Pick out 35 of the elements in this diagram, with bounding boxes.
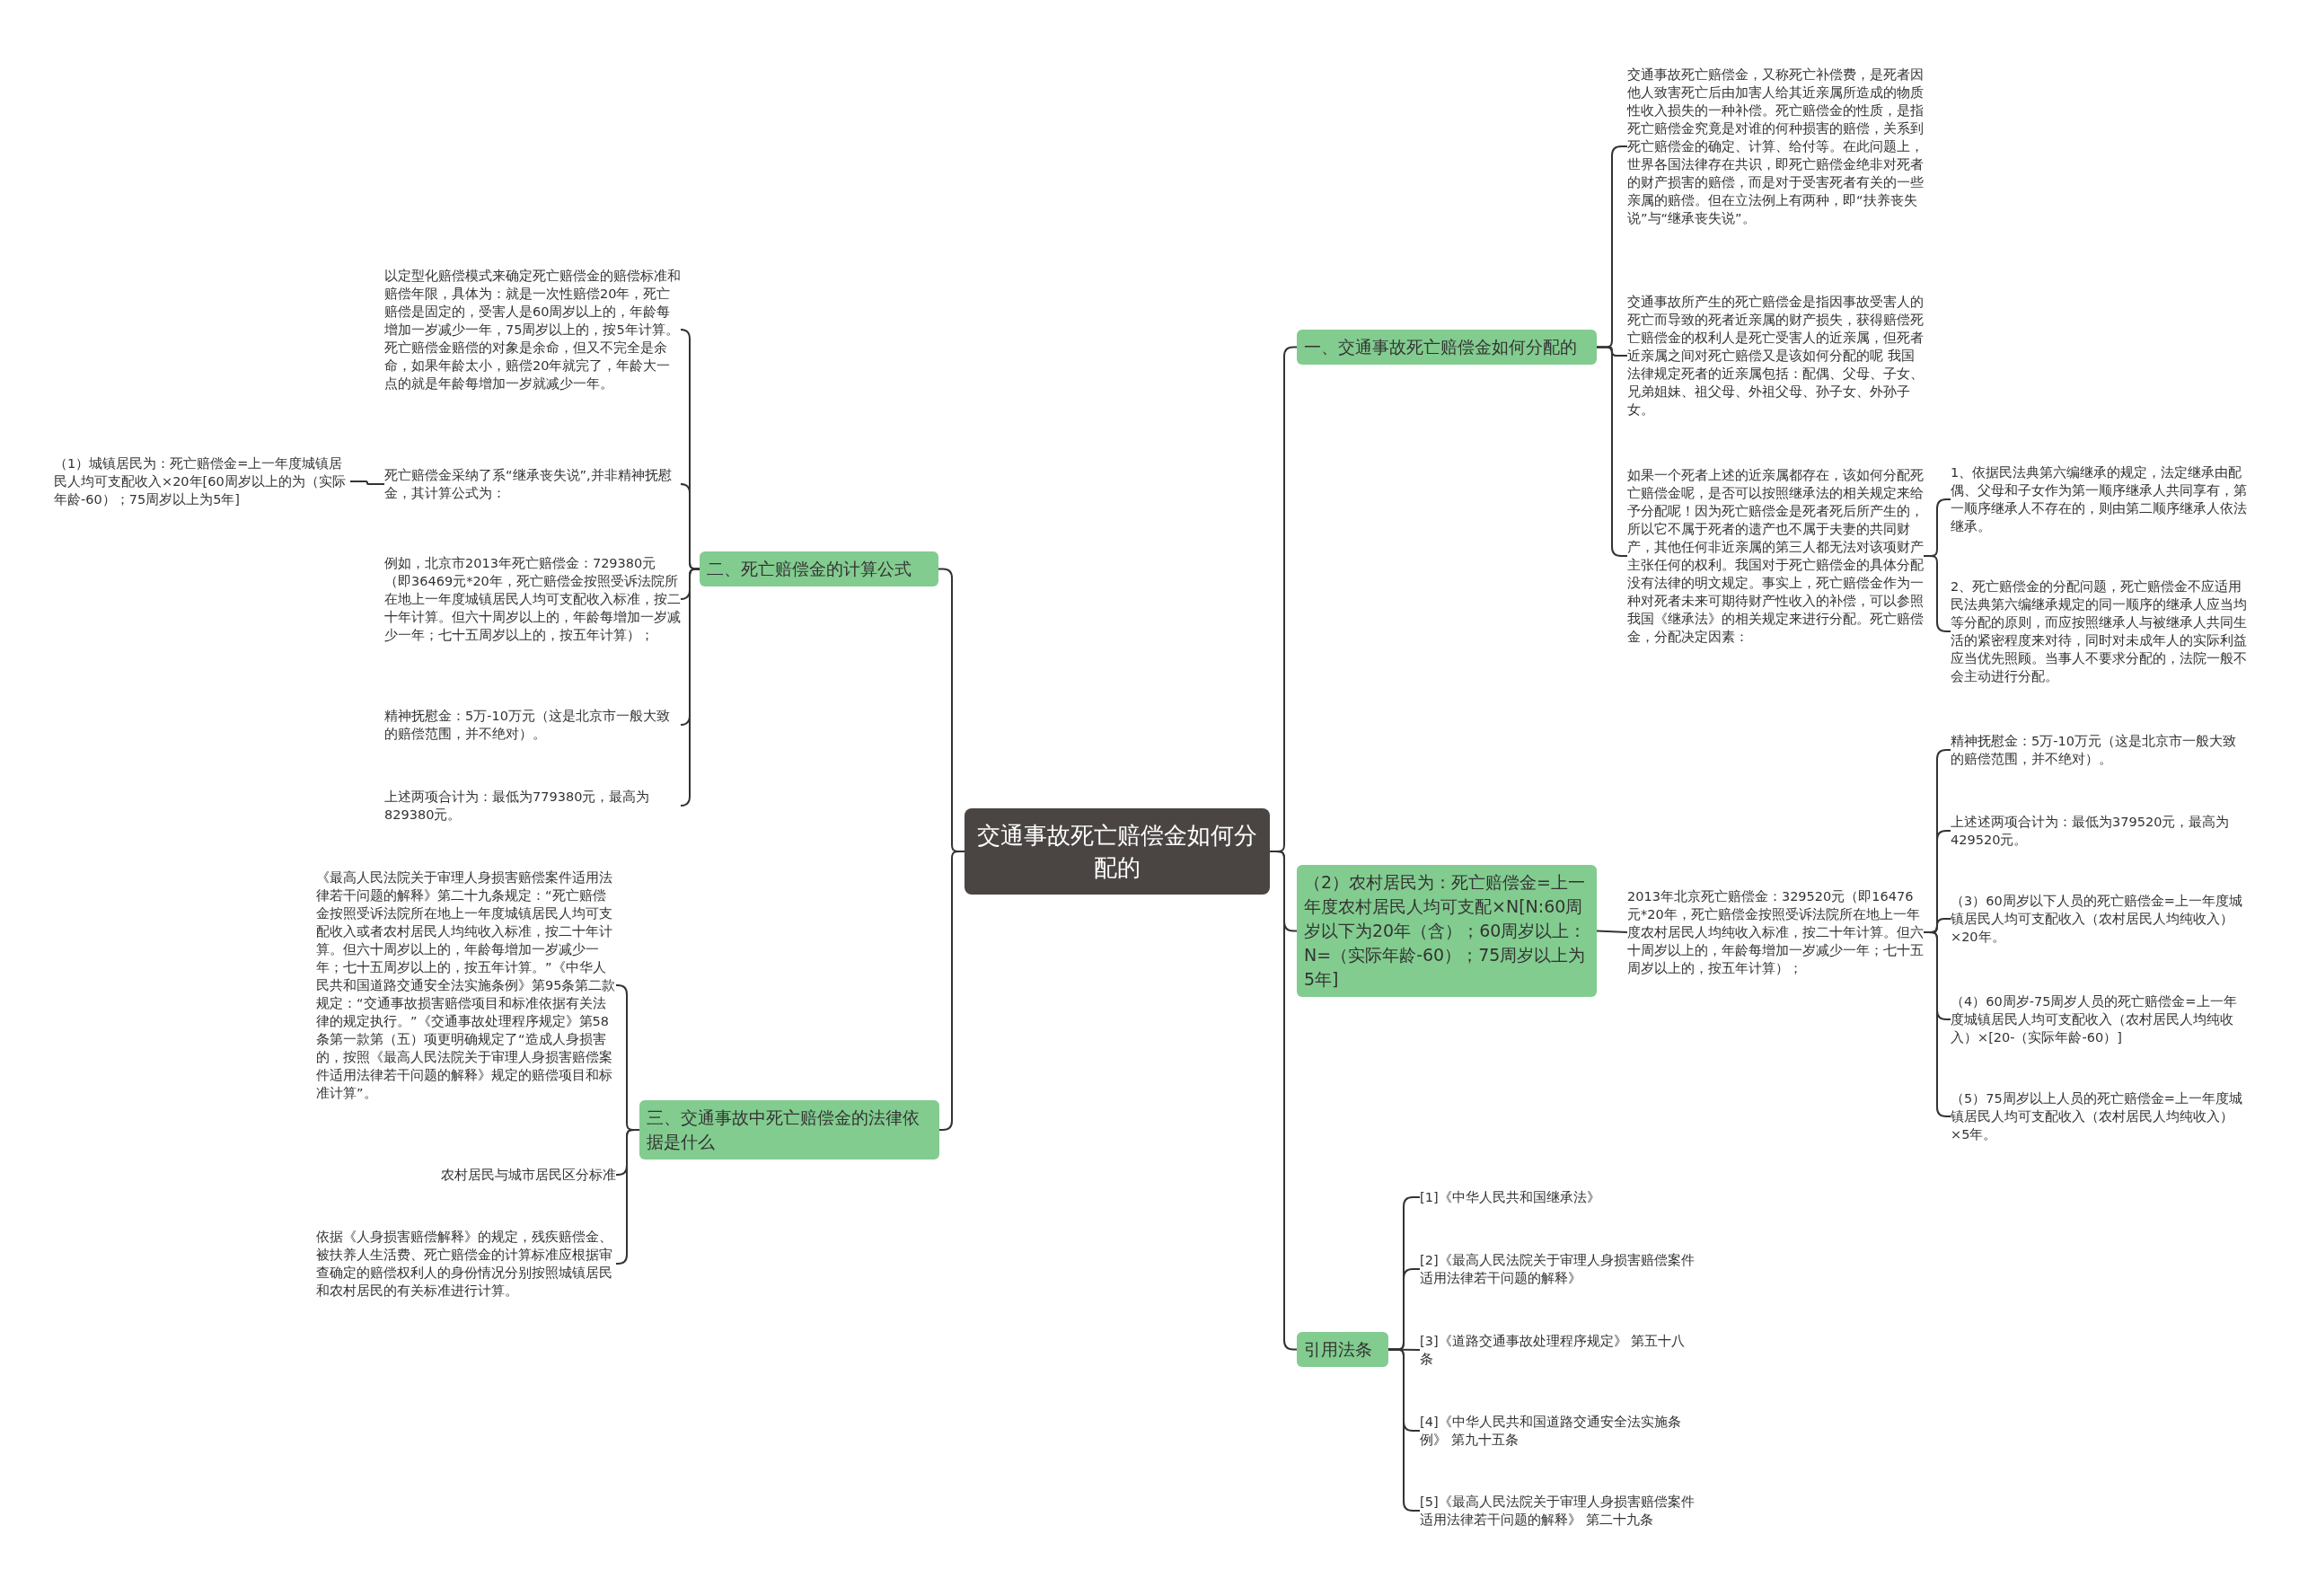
topic-text: 1、依据民法典第六编继承的规定，法定继承由配偶、父母和子女作为第一顺序继承人共同享有，第一顺序继承人不存在的，则由第二顺序继承人依法继承。 xyxy=(1951,463,2247,535)
topic-text: （1）城镇居民为：死亡赔偿金=上一年度城镇居民人均可支配收入×20年[60周岁以上的为（实际年龄-60）；75周岁以上为5年] xyxy=(54,454,350,508)
branch-topic: 二、死亡赔偿金的计算公式 xyxy=(700,551,938,586)
connector-line xyxy=(615,1129,640,1265)
topic-text: 如果一个死者上述的近亲属都存在，该如何分配死亡赔偿金呢，是否可以按照继承法的相关规定来给予分配呢！因为死亡赔偿金是死者死后所产生的，所以它不属于死者的遗产也不属于夫妻的共同财产，其他任何非近亲属的第三人都无法对该项财产主张任何的权利。我国对于死亡赔偿金的具体分配没有法律的明文规定。事实上，死亡赔偿金作为一种对死者未来可期待财产性收入的补偿，可以参照我国《继承法》的相关规定来进行分配。死亡赔偿金，分配决定因素： xyxy=(1627,466,1924,646)
central-topic: 交通事故死亡赔偿金如何分配的 xyxy=(965,808,1270,895)
topic-text: 《最高人民法院关于审理人身损害赔偿案件适用法律若干问题的解释》第二十九条规定：“死亡赔偿金按照受诉法院所在地上一年度城镇居民人均可支配收入或者农村居民人均纯收入标准，按二十年计算。但六十周岁以上的，年龄每增加一岁减少一年；七十五周岁以上的，按五年计算。”《中华人民共和国道路交通安全法实施条例》第95条第二款规定：“交通事故损害赔偿项目和标准依据有关法律的规定执行。”《交通事故处理程序规定》第58条第一款第（五）项更明确规定了“造成人身损害的，按照《最高人民法院关于审理人身损害赔偿案件适用法律若干问题的解释》规定的赔偿项目和标准计算”。 xyxy=(316,869,616,1102)
topic-text: （5）75周岁以上人员的死亡赔偿金=上一年度城镇居民人均可支配收入（农村居民人均纯收入）×5年。 xyxy=(1951,1089,2247,1143)
topic-text: [4]《中华人民共和国道路交通安全法实施条例》 第九十五条 xyxy=(1420,1413,1695,1449)
topic-text: 死亡赔偿金采纳了系“继承丧失说”,并非精神抚慰金，其计算公式为： xyxy=(384,466,683,502)
connector-line xyxy=(680,568,700,807)
topic-text: 2、死亡赔偿金的分配问题，死亡赔偿金不应适用民法典第六编继承规定的同一顺序的继承人应当均等分配的原则，而应按照继承人与被继承人共同生活的紧密程度来对待，同时对未成年人的实际利益应当优先照顾。当事人不要求分配的，法院一般不会主动进行分配。 xyxy=(1951,578,2247,685)
branch-topic: 引用法条 xyxy=(1297,1332,1388,1367)
topic-text: [5]《最高人民法院关于审理人身损害赔偿案件适用法律若干问题的解释》 第二十九条 xyxy=(1420,1493,1695,1529)
topic-text: 精神抚慰金：5万-10万元（这是北京市一般大致的赔偿范围，并不绝对）。 xyxy=(1951,732,2247,768)
topic-text: （3）60周岁以下人员的死亡赔偿金=上一年度城镇居民人均可支配收入（农村居民人均纯收入）×20年。 xyxy=(1951,892,2247,946)
topic-text: 2013年北京死亡赔偿金：329520元（即16476元*20年，死亡赔偿金按照受诉法院所在地上一年度农村居民人均纯收入标准，按二十年计算。但六十周岁以上的，年龄每增加一岁减少一年；七十五周岁以上的，按五年计算）； xyxy=(1627,887,1924,977)
topic-text: 上述两项合计为：最低为779380元，最高为829380元。 xyxy=(384,788,683,824)
topic-text: 以定型化赔偿模式来确定死亡赔偿金的赔偿标准和赔偿年限，具体为：就是一次性赔偿20年，死亡赔偿是固定的，受害人是60周岁以上的，年龄每增加一岁减少一年，75周岁以上的，按5年计算。死亡赔偿金赔偿的对象是余命，但又不完全是余命，如果年龄太小，赔偿20年就完了，年龄大一点的就是年龄每增加一岁就减少一年。 xyxy=(384,267,683,392)
topic-text: [3]《道路交通事故处理程序规定》 第五十八条 xyxy=(1420,1332,1695,1368)
topic-text: 交通事故死亡赔偿金，又称死亡补偿费，是死者因他人致害死亡后由加害人给其近亲属所造成的物质性收入损失的一种补偿。死亡赔偿金的性质，是指死亡赔偿金究竟是对谁的何种损害的赔偿，关系到死亡赔偿金的确定、计算、给付等。在此问题上，世界各国法律存在共识，即死亡赔偿金绝非对死者的财产损害的赔偿，而是对于受害死者有关的一些亲属的赔偿。但在立法例上有两种，即“扶养丧失说”与“继承丧失说”。 xyxy=(1627,66,1924,227)
topic-text: 精神抚慰金：5万-10万元（这是北京市一般大致的赔偿范围，并不绝对）。 xyxy=(384,707,683,743)
topic-text: 农村居民与城市居民区分标准 xyxy=(316,1166,616,1184)
connector-line xyxy=(349,481,385,485)
topic-text: （4）60周岁-75周岁人员的死亡赔偿金=上一年度城镇居民人均可支配收入（农村居民人均纯收入）×[20-（实际年龄-60）] xyxy=(1951,992,2247,1046)
topic-text: [2]《最高人民法院关于审理人身损害赔偿案件适用法律若干问题的解释》 xyxy=(1420,1251,1695,1287)
branch-topic: 一、交通事故死亡赔偿金如何分配的 xyxy=(1297,330,1597,365)
topic-text: [1]《中华人民共和国继承法》 xyxy=(1420,1188,1695,1206)
topic-text: 依据《人身损害赔偿解释》的规定，残疾赔偿金、被扶养人生活费、死亡赔偿金的计算标准应根据审查确定的赔偿权利人的身份情况分别按照城镇居民和农村居民的有关标准进行计算。 xyxy=(316,1228,616,1300)
branch-topic: （2）农村居民为：死亡赔偿金=上一年度农村居民人均可支配×N[N:60周岁以下为20年（含）；60周岁以上：N=（实际年龄-60）；75周岁以上为5年] xyxy=(1297,865,1597,997)
topic-text: 例如，北京市2013年死亡赔偿金：729380元（即36469元*20年，死亡赔偿金按照受诉法院所在地上一年度城镇居民人均可支配收入标准，按二十年计算。但六十周岁以上的，年龄每增加一岁减少一年；七十五周岁以上的，按五年计算）； xyxy=(384,554,683,644)
topic-text: 上述述两项合计为：最低为379520元，最高为429520元。 xyxy=(1951,813,2247,849)
branch-topic: 三、交通事故中死亡赔偿金的法律依据是什么 xyxy=(639,1100,939,1160)
topic-text: 交通事故所产生的死亡赔偿金是指因事故受害人的死亡而导致的死者近亲属的财产损失，获得赔偿死亡赔偿金的权利人是死亡受害人的近亲属，但死者近亲属之间对死亡赔偿又是该如何分配的呢 我国法律规定死者的近亲属包括：配偶、父母、子女、兄弟姐妹、祖父母、外祖父母、孙子女、外孙子女。 xyxy=(1627,293,1924,419)
connector-line xyxy=(1596,930,1628,933)
